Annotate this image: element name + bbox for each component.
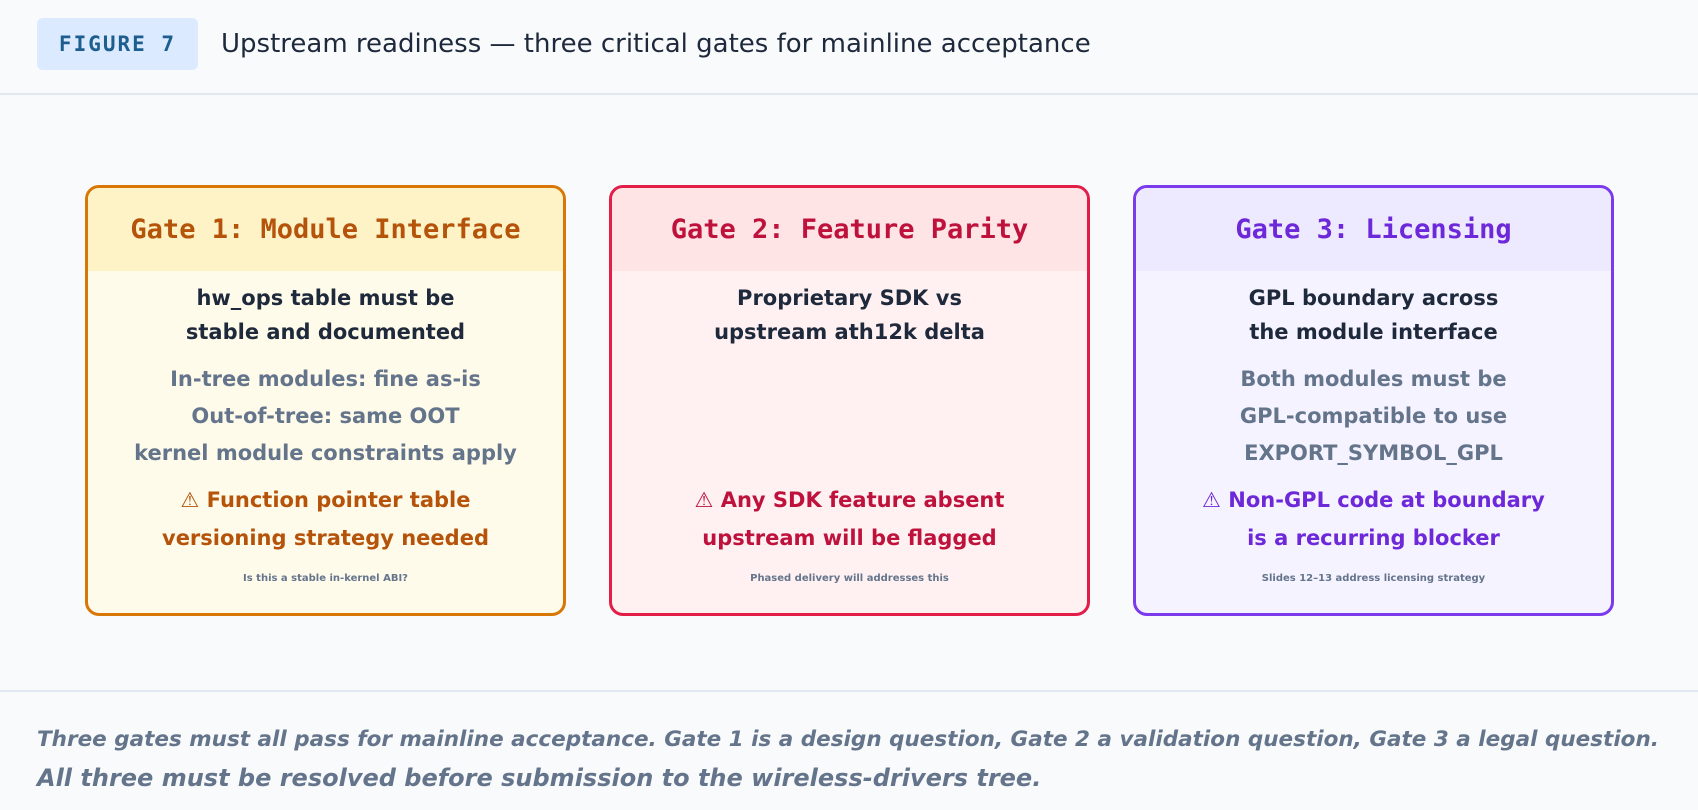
gate-2-main-line: upstream ath12k delta xyxy=(714,320,985,344)
gate-2-main-line: Proprietary SDK vs xyxy=(737,286,962,310)
gate-2-title: Gate 2: Feature Parity xyxy=(612,188,1087,271)
gate-2-card: Gate 2: Feature Parity Proprietary SDK v… xyxy=(609,185,1090,616)
gate-1-detail-line: kernel module constraints apply xyxy=(134,441,517,465)
gate-3-warning-line: ⚠ Non-GPL code at boundary xyxy=(1202,488,1545,512)
gate-2-warning-line: ⚠ Any SDK feature absent xyxy=(694,488,1005,512)
gate-1-card: Gate 1: Module Interface hw_ops table mu… xyxy=(85,185,566,616)
gate-3-detail-line: Both modules must be xyxy=(1240,367,1507,391)
gate-1-main-text: hw_ops table must be stable and document… xyxy=(88,281,563,349)
gate-1-warning: ⚠ Function pointer table versioning stra… xyxy=(88,481,563,557)
figure-label-badge: FIGURE 7 xyxy=(37,18,198,70)
gate-3-title: Gate 3: Licensing xyxy=(1136,188,1611,271)
gate-1-detail-line: In-tree modules: fine as-is xyxy=(170,367,481,391)
gate-3-warning-line: is a recurring blocker xyxy=(1247,526,1500,550)
gate-3-note: Slides 12–13 address licensing strategy xyxy=(1261,573,1486,584)
gate-2-main-text: Proprietary SDK vs upstream ath12k delta xyxy=(612,281,1087,349)
gate-3-body: GPL boundary across the module interface… xyxy=(1136,271,1611,613)
gate-1-warning-line: versioning strategy needed xyxy=(162,526,489,550)
figure-footer: Three gates must all pass for mainline a… xyxy=(0,690,1698,810)
gate-1-main-line: stable and documented xyxy=(185,320,466,344)
caption-line: All three must be resolved before submis… xyxy=(37,764,1042,792)
gate-1-detail-line: Out-of-tree: same OOT xyxy=(191,404,460,428)
gate-3-warning: ⚠ Non-GPL code at boundary is a recurrin… xyxy=(1136,481,1611,557)
gate-1-details: In-tree modules: fine as-is Out-of-tree:… xyxy=(88,361,563,472)
gate-1-main-line: hw_ops table must be xyxy=(196,286,455,310)
gate-1-title: Gate 1: Module Interface xyxy=(88,188,563,271)
gate-1-note: Is this a stable in-kernel ABI? xyxy=(243,573,408,584)
gate-3-detail-line: GPL-compatible to use xyxy=(1239,404,1508,428)
gate-3-main-line: GPL boundary across xyxy=(1248,286,1499,310)
figure-caption: Three gates must all pass for mainline a… xyxy=(37,720,1677,798)
gate-3-main-line: the module interface xyxy=(1249,320,1498,344)
gate-1-warning-line: ⚠ Function pointer table xyxy=(180,488,471,512)
gate-2-note: Phased delivery will addresses this xyxy=(750,573,949,584)
gate-3-detail-line: EXPORT_SYMBOL_GPL xyxy=(1244,441,1503,465)
gate-3-details: Both modules must be GPL-compatible to u… xyxy=(1136,361,1611,472)
gate-2-body: Proprietary SDK vs upstream ath12k delta… xyxy=(612,271,1087,613)
figure-header: FIGURE 7 Upstream readiness — three crit… xyxy=(0,0,1698,95)
gate-2-warning: ⚠ Any SDK feature absent upstream will b… xyxy=(612,481,1087,557)
gate-3-card: Gate 3: Licensing GPL boundary across th… xyxy=(1133,185,1614,616)
gate-3-main-text: GPL boundary across the module interface xyxy=(1136,281,1611,349)
gate-1-body: hw_ops table must be stable and document… xyxy=(88,271,563,613)
gate-2-warning-line: upstream will be flagged xyxy=(702,526,997,550)
caption-line: Three gates must all pass for mainline a… xyxy=(37,727,1659,752)
figure-title: Upstream readiness — three critical gate… xyxy=(221,29,1091,59)
